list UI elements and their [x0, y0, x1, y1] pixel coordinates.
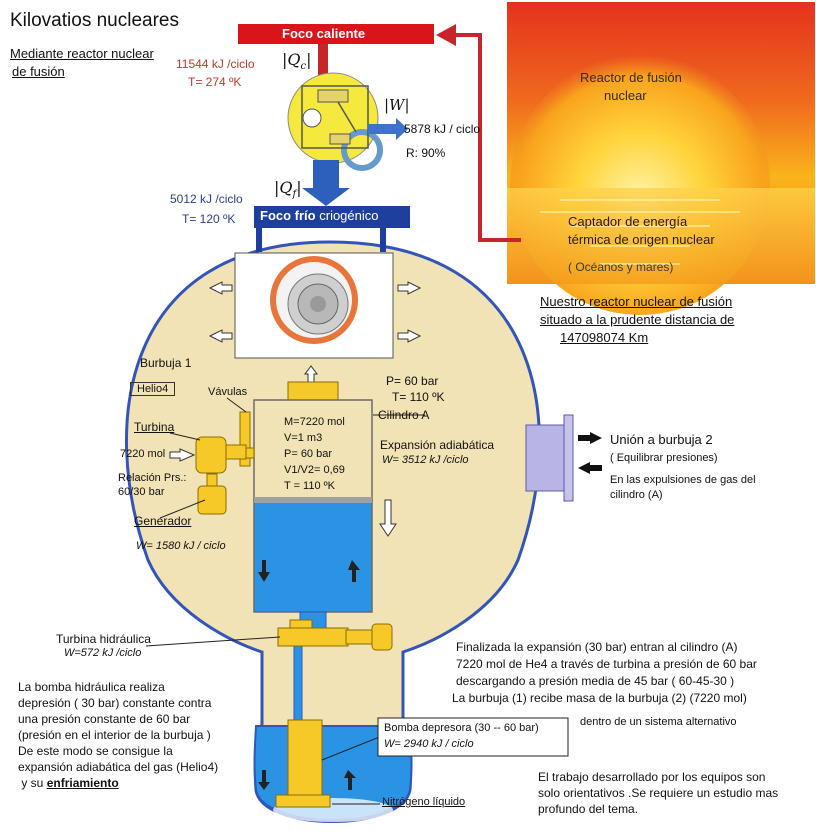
generator-label: Generador: [134, 514, 192, 528]
hydraulic-turbine: [277, 619, 393, 651]
down-arrow: [379, 499, 397, 537]
w-value: 5878 kJ / ciclo: [404, 122, 481, 136]
pump-text-emph: enfriamiento: [46, 776, 119, 790]
qc-label: |Qc|: [282, 50, 312, 73]
expansion-label: Expansión adiabática: [380, 438, 495, 452]
pump-text-5: expansión adiabática del gas (Helio4): [18, 760, 219, 774]
depressor-pump-box: [377, 717, 569, 757]
hydraulic-turbine-work: W=572 kJ /ciclo: [64, 647, 142, 659]
sun-captor-line1: Captador de energía: [568, 214, 688, 229]
cylinder-moles: M=7220 mol: [284, 416, 345, 428]
qf-value: 5012 kJ /ciclo: [170, 192, 243, 206]
bubble-label: Burbuja 1: [140, 356, 192, 370]
liquid-nitrogen-label: Nitrógeno líquido: [382, 796, 466, 808]
turbine-mol: 7220 mol: [120, 448, 166, 460]
sun-reactor-line1: Reactor de fusión: [580, 70, 682, 85]
bubble-temperature: T= 110 ºK: [392, 390, 445, 404]
bubble-pressure: P= 60 bar: [386, 374, 439, 388]
sun-caption-line1: Nuestro reactor nuclear de fusión: [540, 294, 733, 309]
pump-text-0: La bomba hidráulica realiza: [18, 680, 165, 694]
disclaimer-1: solo orientativos .Se requiere un estudi…: [538, 786, 779, 800]
qf-symbol: |Q: [274, 178, 293, 197]
qf-temperature: T= 120 ºK: [182, 212, 236, 226]
pump-text-4: De este modo se consigue la: [18, 744, 173, 758]
w-label: |W|: [384, 96, 410, 114]
bubble-gas: Helio4: [130, 382, 176, 396]
pump-text-6-lead: y su: [18, 776, 47, 790]
cryo-cooler: [234, 252, 394, 359]
sun-captor-line2: térmica de origen nuclear: [568, 232, 715, 247]
heat-engine: [287, 44, 408, 206]
pump-text-1: depresión ( 30 bar) constante contra: [18, 696, 212, 710]
pump-text-3: (presión en el interior de la burbuja ): [18, 728, 211, 742]
sun-reactor-line2: nuclear: [604, 88, 647, 103]
qf-label: |Qf|: [274, 178, 302, 201]
cold-focus-label: Foco frío criogénico: [260, 208, 379, 223]
depressor-pump-work: W= 2940 kJ / ciclo: [384, 738, 474, 750]
pump-text-2: una presión constante de 60 bar: [18, 712, 191, 726]
generator-work: W= 1580 kJ / ciclo: [136, 540, 226, 552]
valves-label: Vávulas: [208, 386, 248, 398]
hot-focus-bar: [238, 24, 434, 44]
cylinder-volume: V=1 m3: [284, 432, 323, 444]
hot-focus-label: Foco caliente: [282, 26, 366, 41]
expansion-note-0: Finalizada la expansión (30 bar) entran …: [456, 640, 738, 654]
disclaimer-0: El trabajo desarrollado por los equipos …: [538, 770, 766, 784]
efficiency: R: 90%: [406, 146, 446, 160]
union-arrow-out: [578, 432, 602, 444]
cold-focus-b: criogénico: [319, 208, 379, 223]
cold-focus-a: Foco frío: [260, 208, 316, 223]
cylinder-a-label: Cilindro A: [378, 408, 430, 422]
union-connector: [525, 414, 574, 502]
union-note-1: En las expulsiones de gas del: [610, 474, 756, 486]
cylinder-temperature: T = 110 ºK: [284, 480, 336, 492]
cylinder-a: [253, 399, 373, 613]
sun-caption-line3: 147098074 Km: [560, 330, 649, 345]
turbine-set: [195, 411, 255, 515]
water-shaft: [293, 639, 303, 731]
union-title: Unión a burbuja 2: [610, 432, 713, 447]
page-title: Kilovatios nucleares: [10, 10, 179, 31]
qc-subscript: c: [300, 61, 307, 73]
cooler-arrows: [208, 281, 422, 343]
qc-symbol: |Q: [282, 50, 301, 69]
qc-temperature: T= 274 ºK: [188, 75, 242, 89]
expansion-note-3: La burbuja (1) recibe masa de la burbuja…: [452, 691, 747, 705]
cold-focus-bar: [254, 206, 410, 228]
turbine-inlet-arrow: [169, 448, 196, 462]
pressure-ratio-2: 60/30 bar: [118, 486, 165, 498]
expansion-note-1: 7220 mol de He4 a través de turbina a pr…: [456, 657, 757, 671]
qf-subscript: f: [292, 189, 297, 201]
sun-panel: [507, 2, 815, 315]
expansion-note-2: descargando a presión media de 45 bar ( …: [456, 674, 735, 688]
hydraulic-turbine-label: Turbina hidráulica: [56, 632, 151, 646]
subtitle-line2: de fusión: [12, 64, 65, 79]
qc-value: 11544 kJ /ciclo: [176, 57, 255, 71]
cylinder-ratio: V1/V2= 0,69: [284, 464, 345, 476]
valve-block: [287, 381, 339, 401]
pump-text-6: y su enfriamiento: [18, 776, 119, 790]
union-note-2: cilindro (A): [610, 489, 663, 501]
union-arrow-in: [578, 462, 602, 474]
union-subtitle: ( Equilibrar presiones): [610, 452, 718, 464]
depressor-pump-label: Bomba depresora (30 -- 60 bar): [384, 722, 539, 734]
expansion-work: W= 3512 kJ /ciclo: [382, 454, 469, 466]
heat-arrow-head: [436, 24, 456, 46]
turbine-label: Turbina: [134, 420, 175, 434]
alternative-system: dentro de un sistema alternativo: [580, 716, 737, 728]
sun-caption-line2: situado a la prudente distancia de: [540, 312, 735, 327]
cylinder-pressure: P= 60 bar: [284, 448, 333, 460]
pressure-ratio-1: Relación Prs.:: [118, 472, 187, 484]
disclaimer-2: profundo del tema.: [538, 802, 639, 816]
sun-captor-line3: ( Océanos y mares): [568, 260, 674, 274]
heat-pipe: [444, 33, 521, 242]
depressor-pump: [258, 719, 356, 808]
subtitle-line1: Mediante reactor nuclear: [10, 46, 154, 61]
